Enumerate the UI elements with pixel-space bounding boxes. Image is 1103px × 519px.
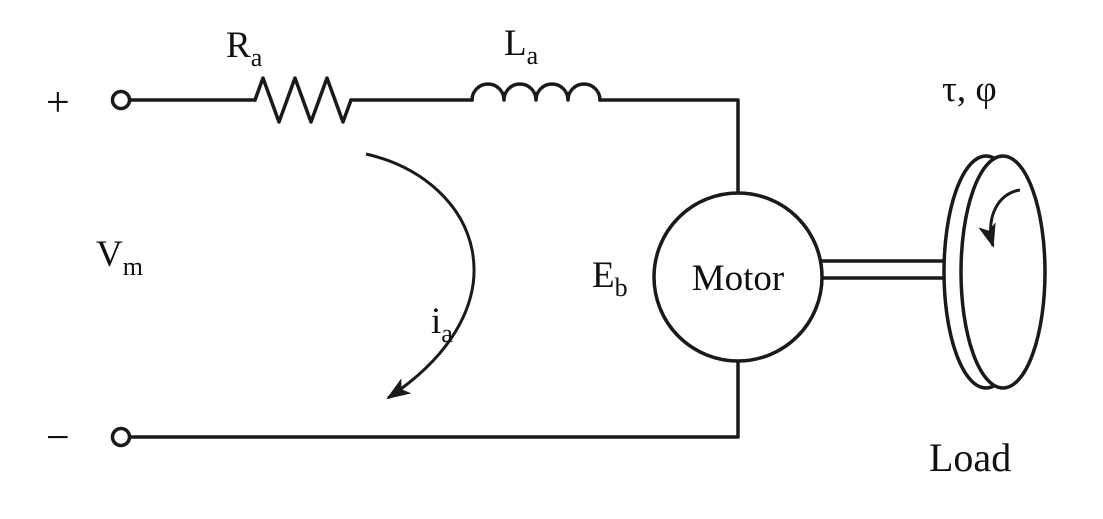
resistance-subscript: a [251,43,263,72]
current-label: ia [431,301,453,348]
supply-voltage-subscript: m [123,252,143,281]
load-label: Load [929,435,1011,480]
load-rotation-arrow [978,188,1021,248]
motor-label: Motor [692,258,785,299]
back-emf-label: Eb [592,255,628,302]
supply-voltage-symbol: V [96,234,123,275]
inductor-symbol [470,82,602,102]
torque-angle-label: τ, φ [942,69,997,110]
motor-body [652,191,824,363]
supply-voltage-label: Vm [96,234,143,281]
back-emf-symbol: E [592,255,615,296]
back-emf-subscript: b [615,273,628,302]
resistance-label: Ra [226,25,263,72]
current-subscript: a [441,319,453,348]
inductance-subscript: a [527,41,539,70]
wire-inductor-to-motor [598,98,740,195]
plus-sign-label: + [46,80,70,126]
resistance-symbol: R [226,25,251,66]
inductance-label: La [504,23,539,70]
resistor-symbol [253,76,353,124]
inductance-symbol: L [504,23,527,64]
wire-motor-to-minus [128,359,740,439]
current-direction-arrow [365,152,476,400]
positive-terminal [110,89,132,111]
load-disk-front [959,154,1047,390]
current-symbol: i [431,301,441,342]
negative-terminal [110,426,132,448]
minus-sign-label: − [46,415,70,461]
